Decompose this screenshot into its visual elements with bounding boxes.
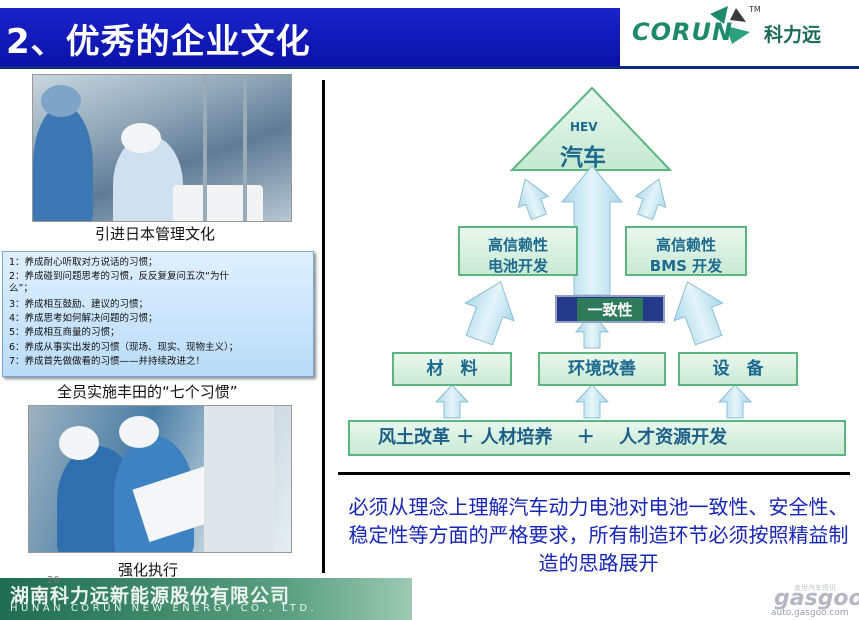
habit-line: 3：养成相互鼓励、建议的习惯； — [9, 299, 149, 310]
page-number: 20 — [47, 575, 60, 586]
seven-habits-box: 1：养成耐心听取对方说话的习惯； 2：养成碰到问题思考的习惯，反反复复问五次“为… — [2, 251, 314, 377]
caption-execution: 强化执行 — [118, 561, 179, 579]
battery-dev-box: 高信赖性 电池开发 — [458, 226, 578, 276]
bms-dev-line: BMS 开发 — [649, 257, 723, 275]
materials-box: 材 料 — [392, 352, 512, 386]
habit-line: 1：养成耐心听取对方说话的习惯； — [9, 257, 158, 268]
habit-line: 7：养成首先做做看的习惯——并持续改进之！ — [9, 356, 206, 367]
culture-diagram — [434, 86, 753, 419]
consistency-label: 一致性 — [577, 297, 643, 321]
company-name-cn: 湖南科力远新能源股份有限公司 — [10, 585, 291, 607]
habit-line: 5：养成相互商量的习惯； — [9, 327, 120, 338]
arrow-up-right-icon — [634, 178, 667, 221]
title-bar — [0, 8, 620, 66]
environment-box: 环境改善 — [538, 352, 666, 386]
slide-title: 2、优秀的企业文化 — [6, 22, 311, 62]
watermark-cn: 盖世汽车资讯 — [794, 584, 836, 592]
arrow-equipment-icon — [673, 281, 724, 346]
lean-manufacturing-statement: 必须从理念上理解汽车动力电池对电池一致性、安全性、稳定性等方面的严格要求，所有制… — [348, 495, 849, 575]
factory-photo-2 — [28, 405, 292, 553]
corun-logo-mark-icon — [710, 6, 750, 44]
bms-dev-box: 高信赖性 BMS 开发 — [625, 226, 747, 276]
arrow-up-left-icon — [517, 178, 550, 221]
vertical-divider — [322, 80, 325, 573]
header-divider — [0, 66, 859, 69]
consistency-box: 一致性 — [555, 295, 665, 323]
base-foundation-box: 风土改革 ＋ 人材培养 ＋ 人才资源开发 — [348, 420, 846, 456]
habit-line: 6：养成从事实出发的习惯（现场、现实、现物主义）； — [9, 342, 239, 353]
arrow-env-icon — [574, 311, 610, 349]
habit-line: 4：养成思考如何解决问题的习惯； — [9, 313, 158, 324]
caption-japanese-management: 引进日本管理文化 — [95, 225, 216, 243]
company-name-en: HUNAN CORUN NEW ENERGY CO., LTD. — [10, 603, 318, 614]
battery-dev-line: 高信赖性 — [487, 236, 548, 254]
battery-dev-line: 电池开发 — [487, 257, 548, 275]
logo-corun-text: CORUN — [632, 18, 734, 46]
factory-photo-1 — [32, 74, 292, 222]
hev-label: HEV — [570, 120, 598, 134]
horizontal-divider — [338, 472, 850, 475]
logo-tm: TM — [749, 5, 761, 14]
caption-seven-habits: 全员实施丰田的“七个习惯” — [57, 383, 238, 401]
equipment-box: 设 备 — [678, 352, 798, 386]
company-banner — [0, 578, 412, 620]
habit-line: 2：养成碰到问题思考的习惯，反反复复问五次“为什 — [9, 271, 229, 282]
logo-cn-text: 科力远 — [764, 24, 822, 46]
car-label: 汽车 — [560, 145, 606, 171]
watermark-url: auto.gasgoo.com — [771, 608, 849, 618]
arrow-base-1-icon — [434, 384, 470, 419]
gasgoo-watermark: gasgoo — [774, 586, 859, 611]
arrow-materials-icon — [464, 281, 515, 346]
habit-line: 么”； — [9, 283, 33, 294]
arrow-base-2-icon — [574, 384, 610, 419]
bms-dev-line: 高信赖性 — [655, 236, 716, 254]
arrow-base-3-icon — [717, 384, 753, 419]
